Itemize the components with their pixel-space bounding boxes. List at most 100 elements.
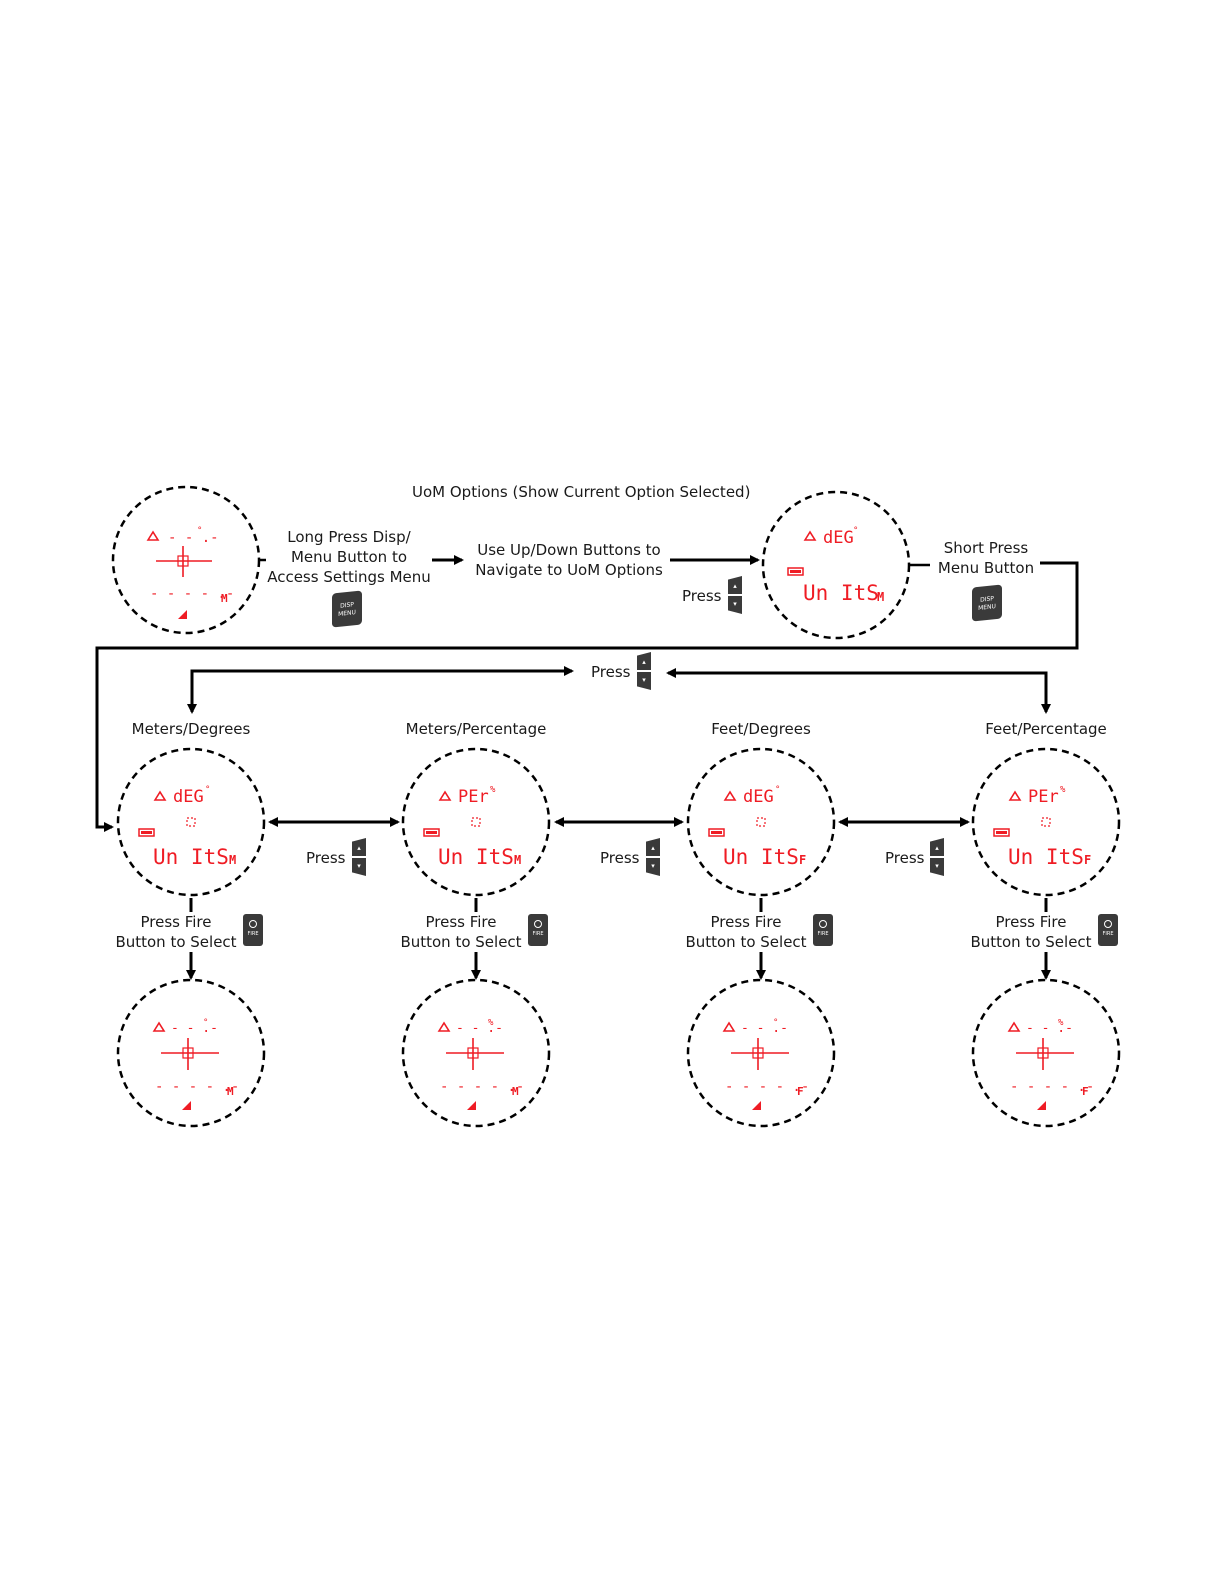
press-label-toggle-1: Press: [306, 849, 346, 867]
down-button-icon: ▾: [646, 858, 660, 876]
up-button-icon: ▴: [728, 576, 742, 594]
start-display: - - .- ° - - - - .- M: [111, 485, 261, 635]
navigate-line-2: Navigate to UoM Options: [475, 561, 663, 579]
battery-icon: [787, 567, 804, 576]
long-press-line-2: Menu Button to: [290, 548, 408, 566]
power-icon: [1104, 920, 1112, 928]
option-mode-readout: dEG: [173, 787, 204, 807]
target-icon: [471, 817, 481, 827]
option-mode-readout: dEG: [743, 787, 774, 807]
fire-button-icon: FIRE: [813, 914, 833, 946]
option-units-readout: Un ItS: [153, 845, 229, 869]
reticle-icon: [161, 1038, 219, 1070]
option-title-0: Meters/Degrees: [131, 720, 251, 738]
short-press-line-2: Menu Button: [937, 559, 1035, 577]
option-units-readout: Un ItS: [438, 845, 514, 869]
navigate-line-1: Use Up/Down Buttons to: [477, 541, 661, 559]
slope-icon: [178, 610, 187, 619]
option-units-readout: Un ItS: [723, 845, 799, 869]
result-mode-sup: %: [488, 1018, 494, 1028]
result-mode-readout: - - .-: [741, 1021, 788, 1036]
result-display-3: - - .-% - - - - .-F: [971, 978, 1121, 1128]
angle-icon: [152, 1021, 166, 1032]
diagram-title: UoM Options (Show Current Option Selecte…: [412, 483, 751, 501]
result-mode-sup: °: [773, 1018, 778, 1028]
updown-button-nav: ▴▾: [637, 652, 653, 692]
result-mode-sup: °: [203, 1018, 208, 1028]
power-icon: [249, 920, 257, 928]
result-mode-readout: - - .-: [1026, 1021, 1073, 1036]
select-line-2: Button to Select: [115, 933, 237, 951]
menu-label: MENU: [338, 609, 356, 618]
long-press-line-3: Access Settings Menu: [267, 568, 431, 586]
short-press-line-1: Short Press: [943, 539, 1029, 557]
power-icon: [534, 920, 542, 928]
updown-button-toggle-1: ▴▾: [352, 838, 368, 878]
menu-mode-readout: dEG: [823, 528, 854, 548]
result-mode-readout: - - .-: [456, 1021, 503, 1036]
reticle-icon: [446, 1038, 504, 1070]
result-mode-readout: - - .-: [171, 1021, 218, 1036]
down-button-icon: ▾: [930, 858, 944, 876]
menu-units-readout: Un ItS: [803, 581, 879, 605]
up-button-icon: ▴: [646, 838, 660, 856]
select-line-2: Button to Select: [685, 933, 807, 951]
select-line-1: Press Fire: [140, 913, 212, 931]
press-label-toggle-2: Press: [600, 849, 640, 867]
press-label-top: Press: [682, 587, 722, 605]
result-unit: F: [1082, 1085, 1089, 1098]
result-distance-readout: - - - - .-: [725, 1079, 809, 1095]
result-unit: M: [227, 1085, 234, 1098]
target-icon: [186, 817, 196, 827]
press-label-nav: Press: [591, 663, 631, 681]
reticle-icon: [731, 1038, 789, 1070]
up-button-icon: ▴: [352, 838, 366, 856]
select-line-1: Press Fire: [425, 913, 497, 931]
angle-icon: [803, 530, 817, 541]
press-label-toggle-3: Press: [885, 849, 925, 867]
result-display-0: - - .-° - - - - .-M: [116, 978, 266, 1128]
menu-display: dEG ° Un ItS M: [761, 490, 911, 640]
angle-icon: [722, 1021, 736, 1032]
battery-icon: [708, 828, 725, 837]
select-line-2: Button to Select: [400, 933, 522, 951]
option-unit-suffix: M: [229, 853, 236, 867]
option-mode-sup: %: [490, 785, 496, 795]
slope-icon: [467, 1101, 476, 1110]
slope-icon: [182, 1101, 191, 1110]
nav-arrow-left: [187, 669, 572, 714]
up-button-icon: ▴: [930, 838, 944, 856]
battery-icon: [993, 828, 1010, 837]
menu-label: MENU: [978, 603, 996, 612]
fire-label: FIRE: [532, 931, 544, 937]
start-mode-readout: - - .-: [168, 530, 219, 546]
result-distance-readout: - - - - .-: [155, 1079, 239, 1095]
updown-button-top: ▴▾: [728, 576, 744, 616]
option-mode-readout: PEr: [1028, 787, 1059, 807]
up-button-icon: ▴: [637, 652, 651, 670]
fire-button-icon: FIRE: [528, 914, 548, 946]
select-line-1: Press Fire: [710, 913, 782, 931]
option-mode-sup: %: [1060, 785, 1066, 795]
result-mode-sup: %: [1058, 1018, 1064, 1028]
menu-mode-sup: °: [853, 526, 858, 536]
select-line-2: Button to Select: [970, 933, 1092, 951]
result-distance-readout: - - - - .-: [1010, 1079, 1094, 1095]
target-icon: [1041, 817, 1051, 827]
target-icon: [756, 817, 766, 827]
angle-icon: [723, 790, 737, 801]
fire-button-icon: FIRE: [243, 914, 263, 946]
menu-unit-suffix: M: [877, 590, 884, 604]
result-display-2: - - .-°- - - - .-F: [686, 978, 836, 1128]
fire-label: FIRE: [1102, 931, 1114, 937]
option-mode-readout: PEr: [458, 787, 489, 807]
option-unit-suffix: M: [514, 853, 521, 867]
